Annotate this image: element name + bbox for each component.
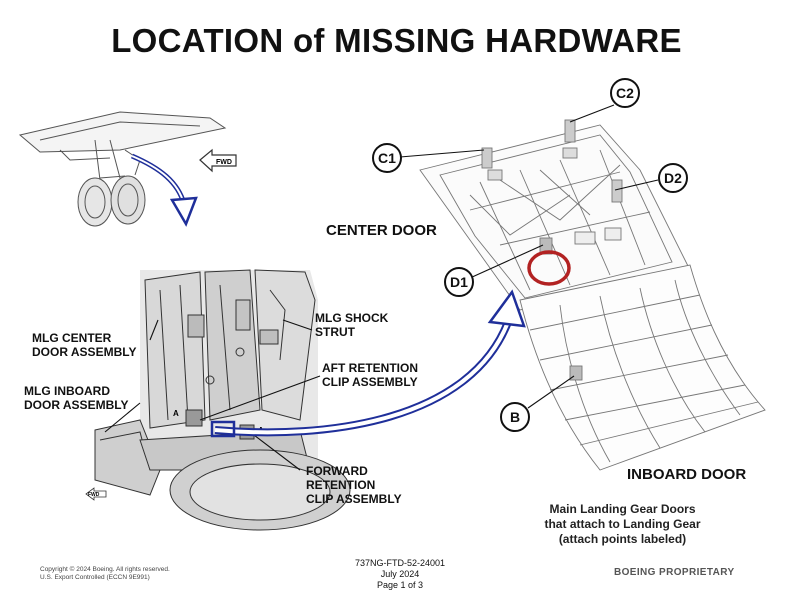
left-leader-lines bbox=[104, 319, 321, 471]
copyright-line2: U.S. Export Controlled (ECCN 9E991) bbox=[40, 574, 150, 581]
aft-clip-line2: CLIP ASSEMBLY bbox=[322, 375, 418, 389]
aircraft-sketch bbox=[18, 111, 227, 227]
door-assembly-drawing bbox=[419, 119, 766, 471]
mlg-inboard-door-label: MLG INBOARD DOOR ASSEMBLY bbox=[24, 384, 128, 412]
missing-hardware-highlight bbox=[527, 250, 571, 286]
fwd-clip-line2: RETENTION bbox=[306, 478, 376, 492]
callout-leader-lines bbox=[399, 104, 659, 409]
fwd-clip-line3: CLIP ASSEMBLY bbox=[306, 492, 402, 506]
fwd-arrow-bottom-icon: FWD bbox=[85, 487, 107, 501]
mlg-center-door-label: MLG CENTER DOOR ASSEMBLY bbox=[32, 331, 136, 359]
doc-date: July 2024 bbox=[380, 569, 420, 579]
footer-doc-info: 737NG-FTD-52-24001 July 2024 Page 1 of 3 bbox=[340, 558, 460, 591]
callout-c2: C2 bbox=[610, 78, 640, 108]
inboard-door-label: INBOARD DOOR bbox=[627, 466, 747, 483]
center-door-label: CENTER DOOR bbox=[326, 222, 437, 239]
detail-a-label-1: A bbox=[173, 409, 179, 418]
mlg-shock-strut-label: MLG SHOCK STRUT bbox=[315, 311, 388, 339]
mlg-inboard-door-line1: MLG INBOARD bbox=[24, 384, 110, 398]
mlg-inboard-door-line2: DOOR ASSEMBLY bbox=[24, 398, 129, 412]
doc-id: 737NG-FTD-52-24001 bbox=[354, 558, 446, 568]
caption-line1: Main Landing Gear Doors bbox=[549, 502, 696, 516]
callout-d1: D1 bbox=[444, 267, 474, 297]
footer-copyright: Copyright © 2024 Boeing. All rights rese… bbox=[40, 566, 170, 582]
figure-caption: Main Landing Gear Doors that attach to L… bbox=[520, 502, 725, 547]
page-title: LOCATION of MISSING HARDWARE bbox=[111, 22, 682, 59]
mlg-shock-line1: MLG SHOCK bbox=[315, 311, 389, 325]
fwd-label-top: FWD bbox=[216, 159, 232, 166]
caption-line2: that attach to Landing Gear bbox=[544, 517, 701, 531]
callout-c1: C1 bbox=[372, 143, 402, 173]
fwd-arrow-top-icon: FWD bbox=[199, 148, 237, 173]
copyright-line1: Copyright © 2024 Boeing. All rights rese… bbox=[40, 566, 170, 573]
forward-retention-clip-label: FORWARD RETENTION CLIP ASSEMBLY bbox=[306, 464, 402, 506]
proprietary-notice: BOEING PROPRIETARY bbox=[614, 567, 735, 578]
fwd-clip-line1: FORWARD bbox=[306, 464, 368, 478]
mlg-center-door-line1: MLG CENTER bbox=[32, 331, 112, 345]
aft-clip-line1: AFT RETENTION bbox=[322, 361, 418, 375]
mlg-shock-line2: STRUT bbox=[315, 325, 355, 339]
mlg-center-door-line2: DOOR ASSEMBLY bbox=[32, 345, 137, 359]
aft-retention-clip-label: AFT RETENTION CLIP ASSEMBLY bbox=[322, 361, 418, 389]
caption-line3: (attach points labeled) bbox=[558, 532, 687, 546]
fwd-label-bottom: FWD bbox=[88, 492, 100, 498]
gear-detail-drawing bbox=[94, 269, 351, 531]
callout-d2: D2 bbox=[658, 163, 688, 193]
page-number: Page 1 of 3 bbox=[376, 580, 424, 590]
callout-b: B bbox=[500, 402, 530, 432]
